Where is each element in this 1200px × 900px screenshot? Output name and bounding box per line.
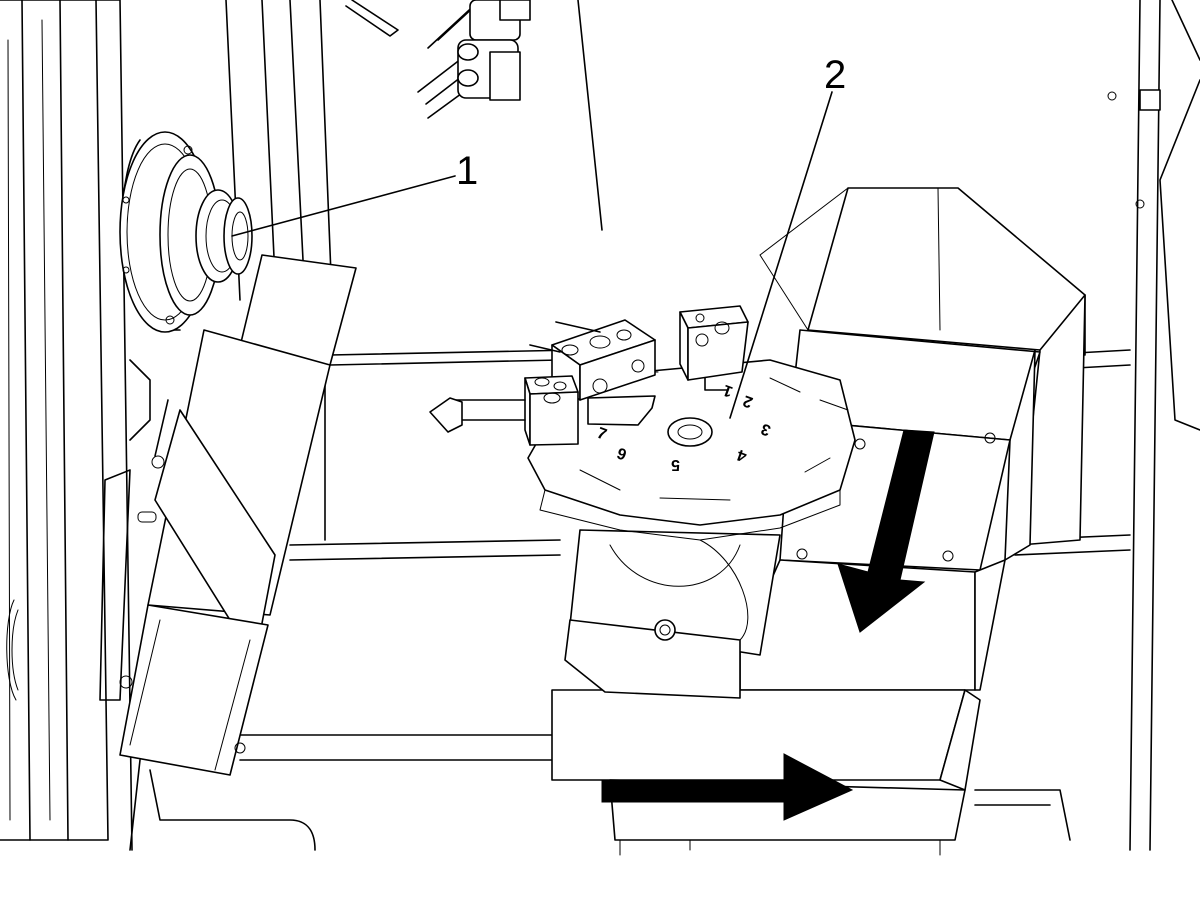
arrow-right xyxy=(601,753,854,821)
callout-1-label: 1 xyxy=(456,149,478,193)
callout-2-label: 2 xyxy=(824,53,846,97)
right-door-frame xyxy=(1107,0,1200,851)
turret-body xyxy=(564,529,781,699)
chip-chute xyxy=(99,254,357,776)
left-door-frame xyxy=(0,0,133,851)
callout-2: 2 xyxy=(729,53,846,419)
tool-blocks xyxy=(429,305,749,446)
carriage xyxy=(551,689,981,856)
station-number-5: 5 xyxy=(671,456,680,473)
top-tool-holders xyxy=(345,0,531,119)
arrow-down-left xyxy=(837,429,935,633)
spindle-chuck xyxy=(119,131,253,333)
callout-1: 1 xyxy=(231,149,478,237)
